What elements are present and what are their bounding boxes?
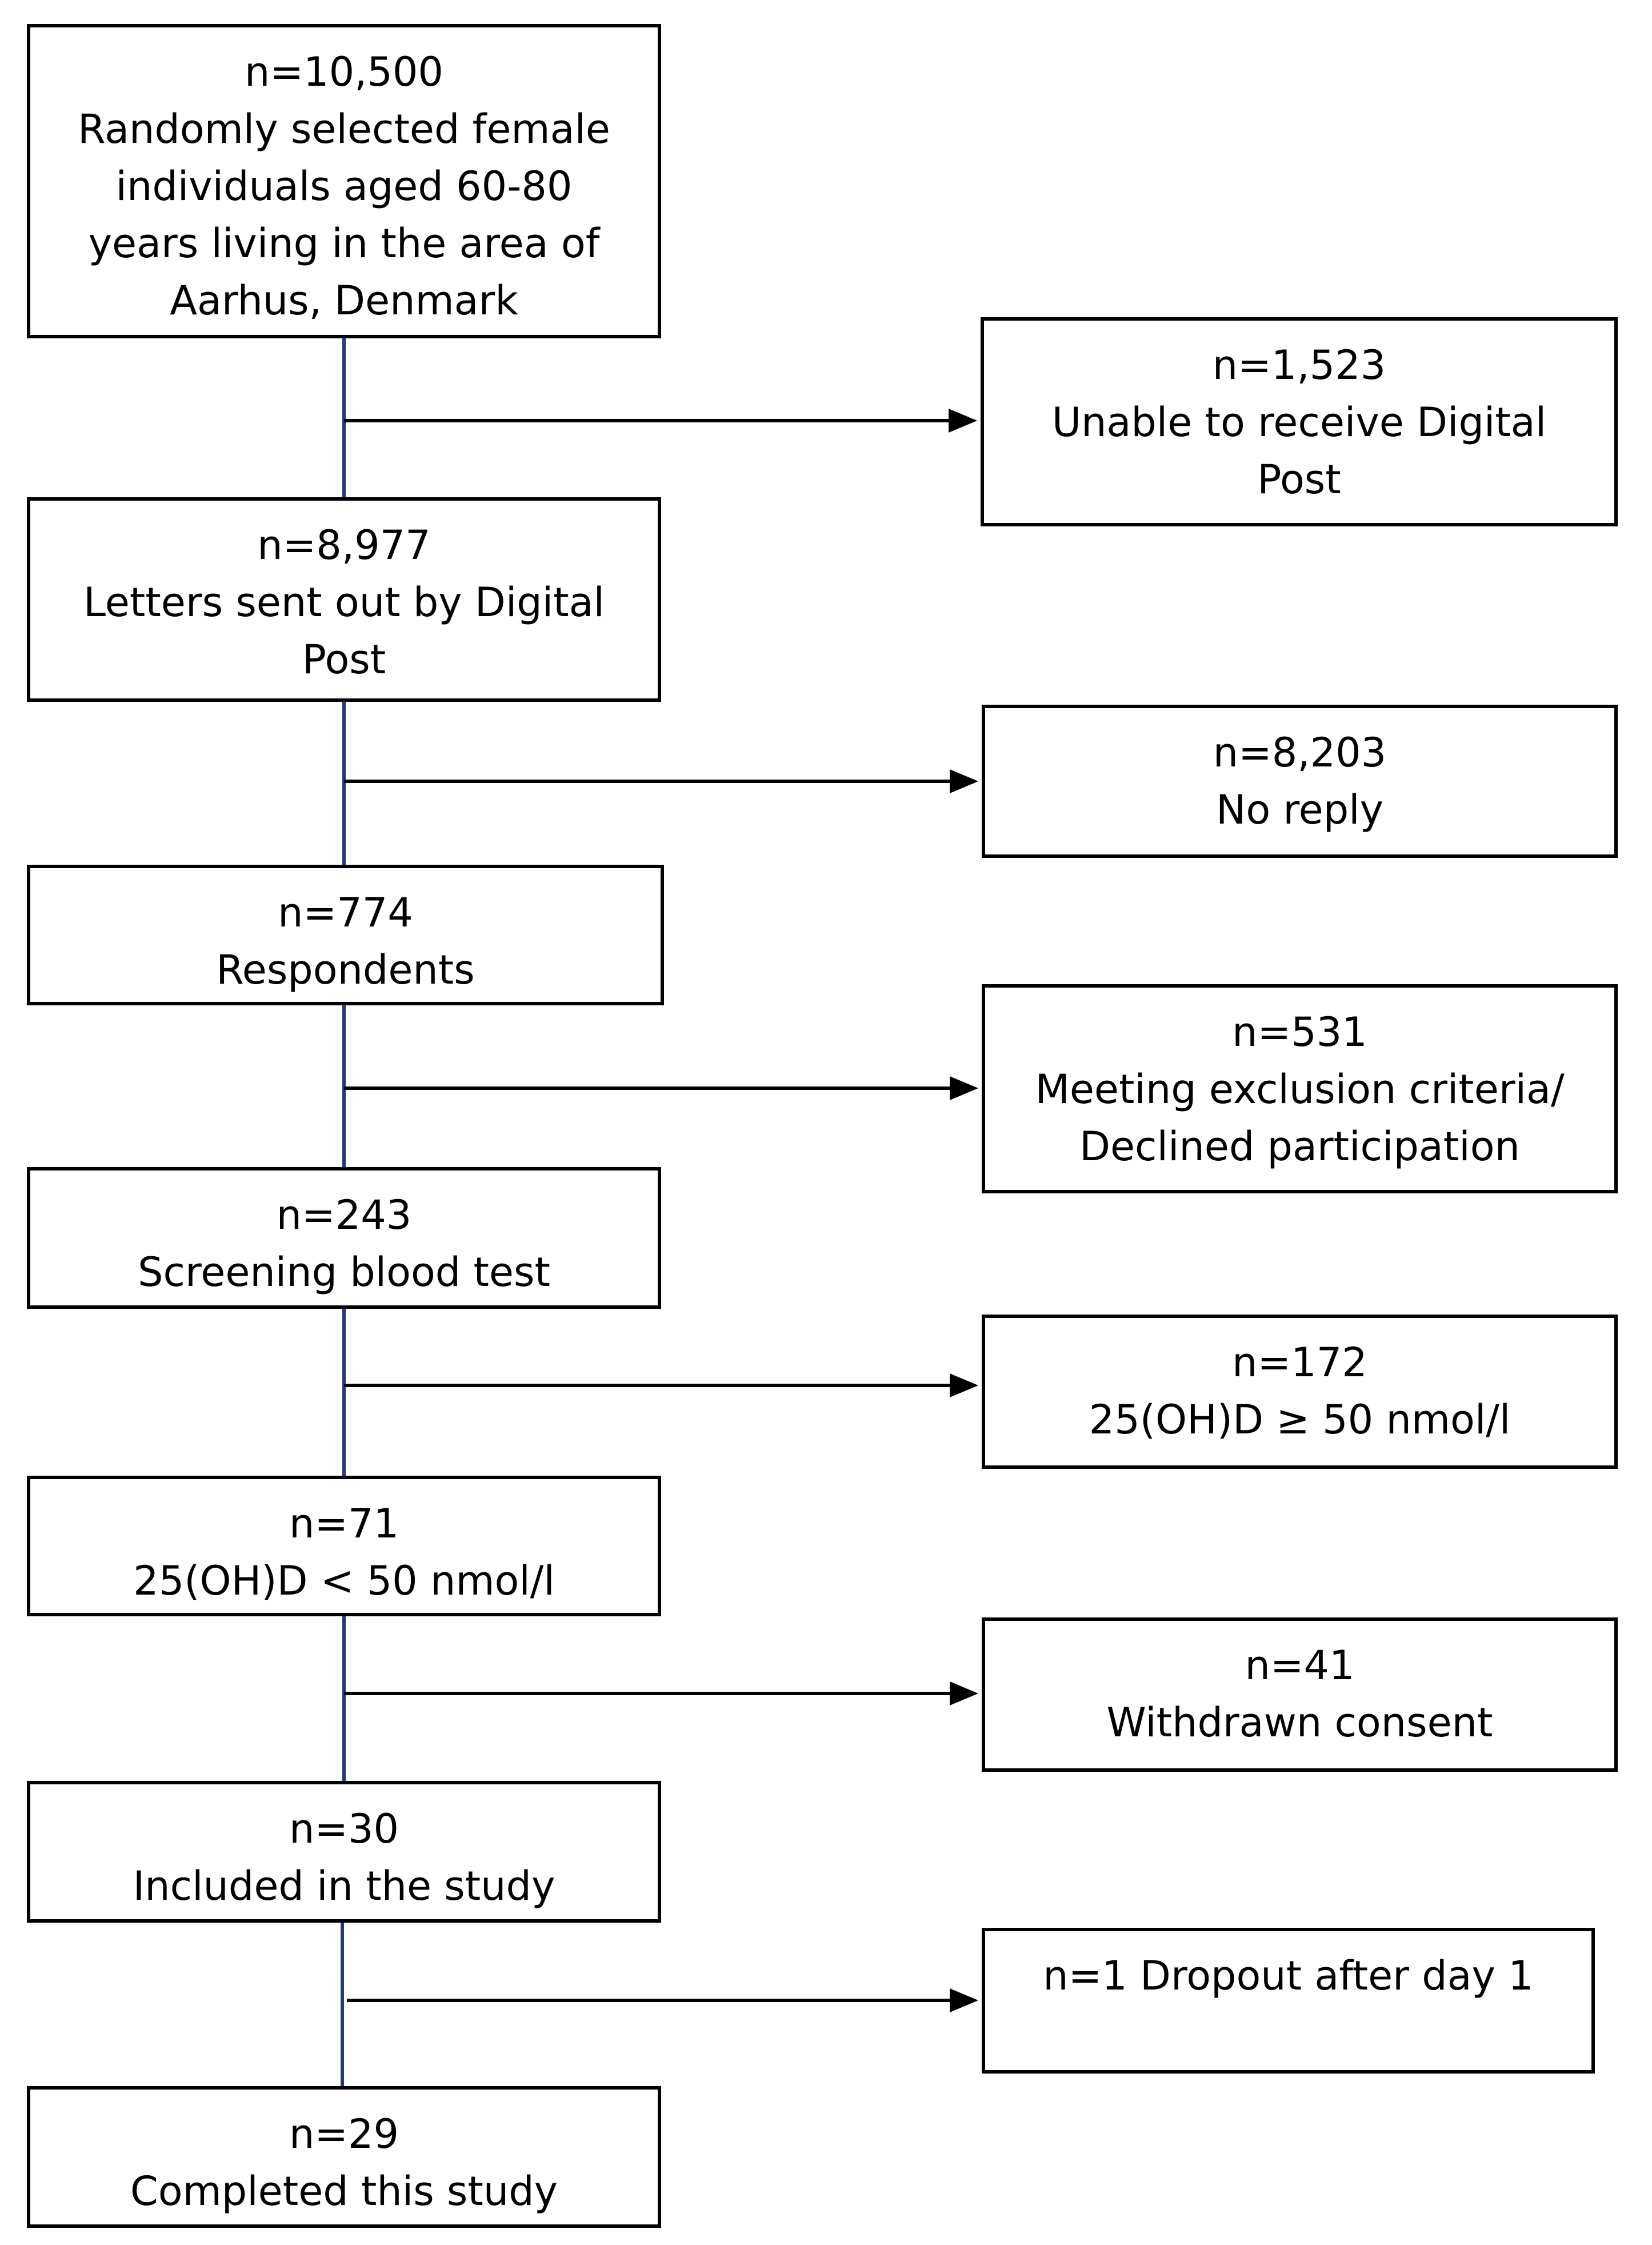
box-text-line: Included in the study	[133, 1863, 555, 1910]
box-count: n=1 Dropout after day 1	[1043, 1952, 1534, 1999]
box-text-line: Respondents	[216, 946, 475, 993]
box-text-line: Post	[1257, 456, 1341, 503]
box-count: n=1,523	[1212, 342, 1386, 389]
exclusion-box-dropout: n=1 Dropout after day 1	[982, 1928, 1595, 2074]
box-count: n=774	[278, 889, 413, 936]
box-text-line: individuals aged 60-80	[115, 163, 573, 210]
box-count: n=8,203	[1213, 729, 1387, 776]
exclusion-box-withdrawn-consent: n=41 Withdrawn consent	[982, 1617, 1618, 1772]
flow-box-letters-sent: n=8,977 Letters sent out by Digital Post	[27, 497, 661, 702]
exclusion-arrow-2	[344, 769, 978, 793]
box-count: n=41	[1245, 1642, 1355, 1689]
box-count: n=8,977	[257, 522, 431, 569]
box-text-line: Completed this study	[130, 2168, 558, 2215]
box-text-line: No reply	[1215, 786, 1384, 833]
box-text-line: Post	[302, 636, 386, 683]
flow-box-included: n=30 Included in the study	[27, 1781, 661, 1923]
exclusion-arrow-3	[344, 1076, 978, 1100]
box-text-line: Meeting exclusion criteria/	[1035, 1066, 1565, 1113]
box-text-line: Screening blood test	[138, 1249, 550, 1296]
flow-box-low-vitamin-d: n=71 25(OH)D < 50 nmol/l	[27, 1476, 661, 1616]
box-text-line: Declined participation	[1079, 1123, 1520, 1170]
box-count: n=10,500	[245, 49, 443, 95]
box-text-line: years living in the area of	[88, 220, 600, 267]
box-text-line: Unable to receive Digital	[1051, 399, 1547, 446]
box-text-line: Randomly selected female	[78, 106, 610, 153]
box-count: n=172	[1232, 1339, 1367, 1386]
box-text-line: Withdrawn consent	[1106, 1699, 1493, 1746]
flow-box-completed: n=29 Completed this study	[27, 2086, 661, 2228]
box-text-line: Aarhus, Denmark	[170, 277, 518, 324]
exclusion-arrow-6	[347, 1988, 978, 2012]
box-count: n=71	[289, 1500, 399, 1547]
box-text-line: Letters sent out by Digital	[83, 579, 605, 626]
exclusion-arrow-5	[344, 1681, 978, 1705]
box-count: n=531	[1232, 1009, 1367, 1056]
box-count: n=243	[276, 1192, 412, 1239]
exclusion-arrow-4	[344, 1373, 978, 1397]
exclusion-arrow-1	[344, 409, 977, 433]
box-count: n=29	[289, 2111, 399, 2158]
exclusion-box-sufficient-vitamin-d: n=172 25(OH)D ≥ 50 nmol/l	[982, 1315, 1618, 1469]
box-text-line: 25(OH)D ≥ 50 nmol/l	[1089, 1396, 1511, 1443]
box-count: n=30	[289, 1805, 399, 1852]
flow-box-screening-blood-test: n=243 Screening blood test	[27, 1167, 661, 1309]
flow-box-randomly-selected: n=10,500 Randomly selected female indivi…	[27, 24, 661, 338]
box-text-line: 25(OH)D < 50 nmol/l	[133, 1557, 555, 1604]
flow-box-respondents: n=774 Respondents	[27, 865, 664, 1005]
exclusion-box-no-reply: n=8,203 No reply	[982, 705, 1618, 858]
exclusion-box-no-digital-post: n=1,523 Unable to receive Digital Post	[981, 317, 1618, 526]
exclusion-box-exclusion-criteria: n=531 Meeting exclusion criteria/ Declin…	[982, 984, 1618, 1193]
